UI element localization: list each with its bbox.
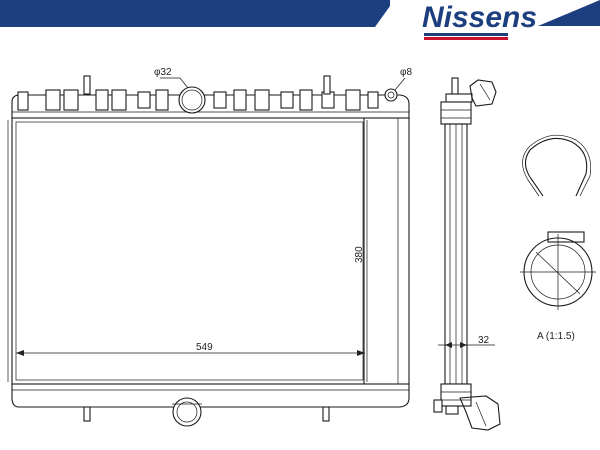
dimension-depth: 32 <box>438 335 495 348</box>
dimension-width-label: 549 <box>196 342 213 353</box>
vent-diameter-label: φ8 <box>400 67 412 78</box>
dimension-depth-label: 32 <box>478 335 490 346</box>
dimension-width: 549 <box>16 342 365 356</box>
detail-pipe-view <box>520 231 596 310</box>
detail-label: A (1:1.5) <box>537 331 575 342</box>
inlet-diameter-label: φ32 <box>154 67 172 78</box>
dimension-height-label: 380 <box>354 246 365 263</box>
header-banner-left <box>0 0 390 27</box>
radiator-side-view <box>433 77 501 431</box>
nissens-logo: Nissens <box>422 1 537 40</box>
logo-text: Nissens <box>422 1 537 34</box>
dimension-height: 380 <box>354 120 368 382</box>
radiator-front-view <box>7 75 410 427</box>
dimension-vent-diameter: φ8 <box>394 67 412 91</box>
header-banner-right <box>538 0 600 26</box>
detail-clip-view <box>522 134 592 197</box>
dimension-inlet-diameter: φ32 <box>154 67 189 89</box>
